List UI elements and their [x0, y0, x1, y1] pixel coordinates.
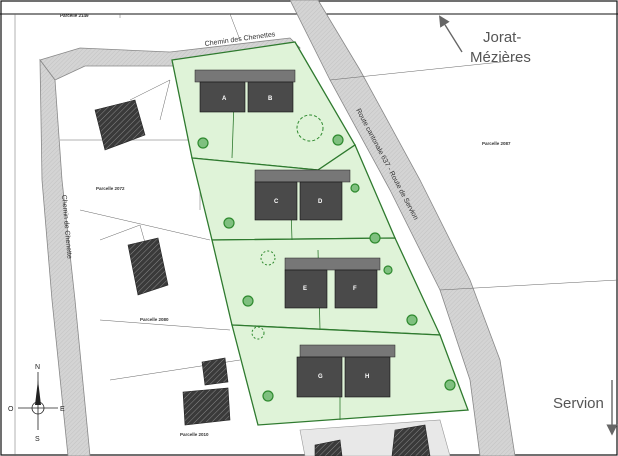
north-arrow-icon [439, 15, 463, 53]
building-block-ef: E F [284, 257, 381, 309]
building-e-label: E [303, 286, 307, 292]
compass-e-label: E [60, 406, 65, 413]
compass-n-label: N [35, 364, 40, 371]
route-cantonale-road [289, 0, 516, 456]
large-tree-icon [296, 114, 324, 142]
trees [197, 134, 456, 402]
tree-icon [444, 379, 456, 391]
tree-icon [350, 183, 360, 193]
tree-icon [406, 314, 418, 326]
direction-north-line1: Jorat- [483, 29, 521, 46]
parcel-2087-label: Parcelle 2087 [482, 141, 511, 146]
parcel-2149-label: Parcelle 2149 [60, 13, 89, 18]
large-tree-icon [260, 250, 276, 266]
tree-icon [197, 137, 209, 149]
chemin-chenettes-road [39, 37, 301, 81]
tree-icon [383, 265, 393, 275]
tree-icon [369, 232, 381, 244]
building-block-ab: A B [194, 69, 296, 113]
tree-icon [262, 390, 274, 402]
tree-icon [332, 134, 344, 146]
building-h-label: H [365, 374, 369, 380]
large-tree-icon [251, 326, 265, 340]
parcel-2080-label: Parcelle 2080 [140, 317, 169, 322]
compass-o-label: O [8, 406, 14, 413]
parcel-2072-label: Parcelle 2072 [96, 186, 125, 191]
building-b-label: B [268, 96, 273, 102]
chemin-chenette-vertical-road [39, 58, 91, 456]
parcel-2010-label: Parcelle 2010 [180, 432, 209, 437]
direction-north-line2: Mézières [470, 49, 531, 66]
compass-rose-icon: N S E O [8, 364, 65, 443]
building-block-cd: C D [254, 169, 351, 221]
large-trees [251, 114, 324, 340]
compass-s-label: S [35, 436, 40, 443]
building-block-gh: G H [296, 344, 396, 398]
direction-south-label: Servion [553, 395, 604, 412]
building-a-label: A [222, 96, 227, 102]
building-g-label: G [318, 374, 323, 380]
tree-icon [223, 217, 235, 229]
building-c-label: C [274, 199, 279, 205]
building-d-label: D [318, 199, 323, 205]
building-f-label: F [353, 286, 357, 292]
neighbour-buildings [94, 99, 431, 456]
tree-icon [242, 295, 254, 307]
